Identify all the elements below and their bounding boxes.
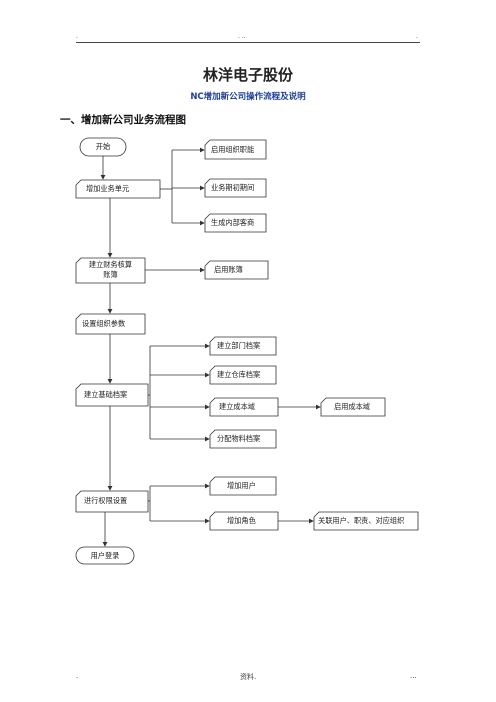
header-mark-right: .	[416, 33, 418, 40]
enable-org-function-node	[204, 139, 267, 160]
initial-period-node	[204, 178, 267, 198]
start-label: 开始	[95, 142, 111, 151]
enable-account-book-node	[204, 260, 269, 280]
add-business-unit-label: 增加业务单元	[86, 184, 130, 193]
permission-settings-node	[75, 490, 149, 513]
accounting-book-label-line1: 建立财务核算	[88, 260, 133, 269]
dept-archive-label: 建立部门档案	[217, 341, 261, 350]
basic-archives-label: 建立基础档案	[84, 390, 128, 399]
user-login-node	[75, 546, 135, 565]
document-subtitle: NC增加新公司操作流程及说明	[190, 92, 306, 102]
dept-archive-node	[209, 336, 277, 356]
link-user-label: 关联用户、职责、对应组织	[318, 516, 405, 525]
document-title: 林洋电子股份	[202, 66, 293, 84]
footer-right: ...	[410, 672, 417, 680]
permission-settings-label: 进行权限设置	[84, 496, 128, 505]
enable-cost-domain-node	[320, 397, 386, 417]
add-user-node	[209, 476, 277, 496]
enable-account-book-label: 启用账簿	[214, 265, 243, 274]
section-heading: 一、增加新公司业务流程图	[60, 114, 186, 126]
initial-period-label: 业务期初期间	[211, 183, 255, 192]
org-params-label: 设置组织参数	[82, 319, 126, 328]
user-login-label: 用户登录	[90, 551, 120, 560]
header-mark-left: .	[76, 33, 78, 40]
internal-customer-node	[204, 213, 267, 233]
add-user-label: 增加用户	[227, 481, 256, 490]
enable-org-function-label: 启用组织职能	[211, 145, 255, 154]
add-role-node	[209, 511, 279, 531]
material-archive-label: 分配物料档案	[217, 434, 261, 443]
basic-archives-node	[75, 383, 149, 407]
footer-center: 资料.	[240, 673, 257, 681]
footer-left: .	[76, 672, 79, 680]
internal-customer-label: 生成内部客商	[211, 218, 255, 227]
header-mark-center: . ..	[238, 33, 246, 40]
accounting-book-node	[75, 257, 146, 284]
warehouse-archive-node	[209, 365, 277, 385]
link-user-node	[313, 511, 419, 531]
warehouse-archive-label: 建立仓库档案	[217, 370, 261, 379]
add-business-unit-node	[75, 179, 161, 199]
cost-domain-node	[209, 397, 279, 417]
add-role-label: 增加角色	[227, 516, 256, 525]
enable-cost-domain-label: 启用成本域	[334, 402, 370, 411]
header-rule	[76, 42, 420, 43]
material-archive-node	[209, 429, 277, 449]
accounting-book-label-line2: 账簿	[103, 270, 118, 279]
cost-domain-label: 建立成本域	[219, 402, 255, 411]
org-params-node	[75, 313, 146, 335]
